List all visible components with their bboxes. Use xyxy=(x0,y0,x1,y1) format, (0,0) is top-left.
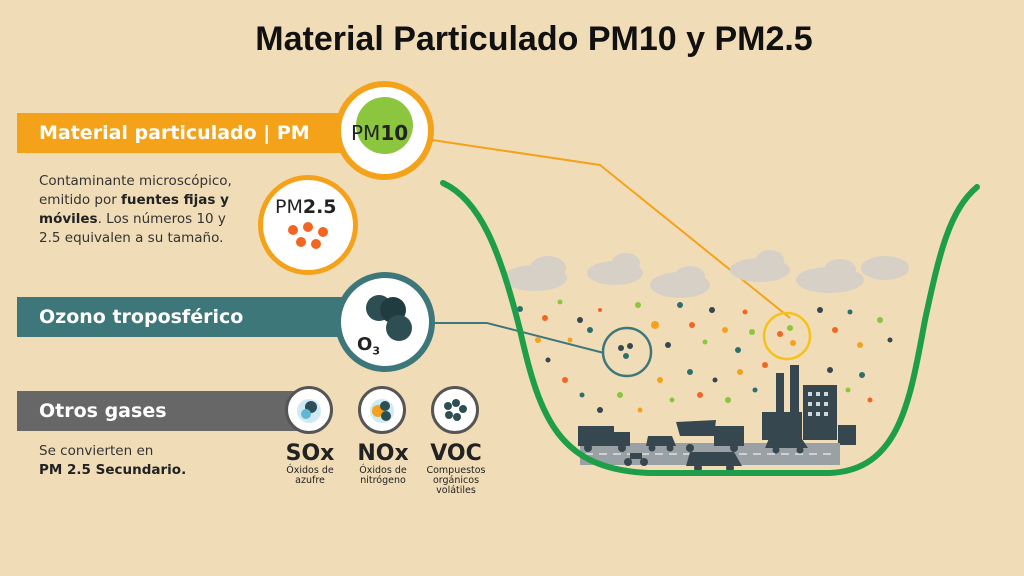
sox-molecule-icon xyxy=(297,399,321,423)
pm25-particles-icon xyxy=(288,222,328,249)
page-title: Material Particulado PM10 y PM2.5 xyxy=(255,20,813,58)
pm10-highlight-circle xyxy=(762,311,812,361)
ozone-highlight-circle xyxy=(601,326,653,378)
pm10-circle: PM10 xyxy=(335,81,434,180)
pm-section-label: Material particulado | PM xyxy=(17,113,357,153)
pm-description: Contaminante microscópico, emitido por f… xyxy=(39,173,232,246)
nox-circle xyxy=(358,386,406,434)
voc-molecule-icon xyxy=(444,399,467,421)
sox-circle xyxy=(285,386,333,434)
other-gases-description: Se convierten en PM 2.5 Secundario. xyxy=(39,443,187,478)
other-gases-section-label: Otros gases xyxy=(17,391,317,431)
voc-description: Compuestos orgánicos volátiles xyxy=(426,465,486,496)
nox-molecule-icon xyxy=(370,399,394,423)
pm10-connector-line xyxy=(431,139,791,319)
sox-description: Óxidos de azufre xyxy=(286,465,334,486)
ozone-molecule-icon xyxy=(366,295,412,341)
valley-outline xyxy=(440,180,980,476)
voc-circle xyxy=(431,386,479,434)
sox-name: SOx xyxy=(285,441,335,466)
nox-description: Óxidos de nitrógeno xyxy=(359,465,407,486)
smog-clouds xyxy=(503,250,909,298)
nox-name: NOx xyxy=(357,441,409,466)
ozone-circle: O3 xyxy=(335,272,435,372)
particles xyxy=(517,299,893,413)
ozone-section-label: Ozono troposférico xyxy=(17,297,357,337)
ozone-formula: O3 xyxy=(357,334,380,358)
voc-name: VOC xyxy=(430,441,482,466)
pm10-particle-icon xyxy=(356,97,413,154)
pm25-label: PM2.5 xyxy=(275,196,337,218)
vehicles xyxy=(578,420,808,472)
ozone-connector-line xyxy=(432,322,605,354)
pm25-circle: PM2.5 xyxy=(258,175,358,275)
pm10-label: PM10 xyxy=(351,121,409,145)
